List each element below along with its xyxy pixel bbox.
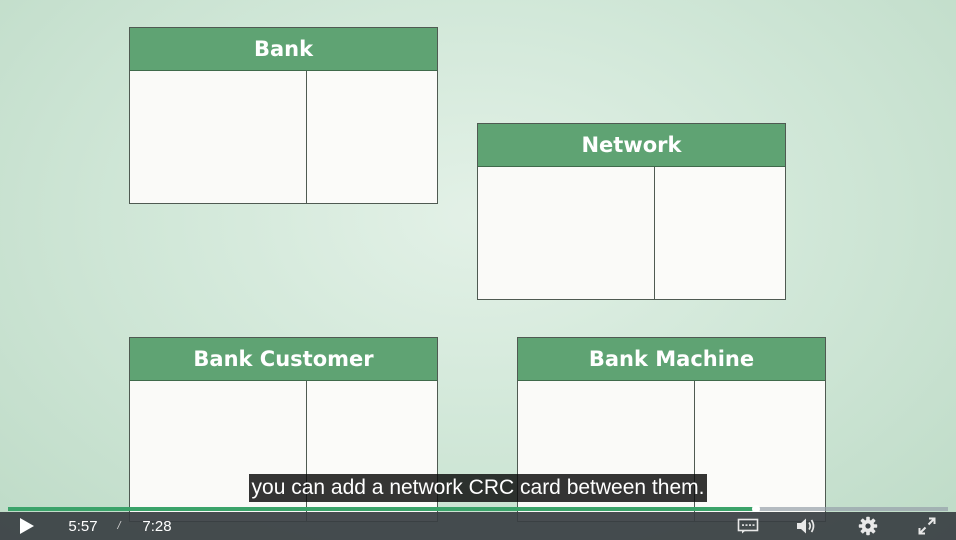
volume-icon xyxy=(797,518,815,534)
play-icon xyxy=(20,518,34,534)
current-time: 5:57 xyxy=(68,517,98,535)
fullscreen-button[interactable] xyxy=(911,512,943,540)
progress-fill xyxy=(8,507,757,511)
settings-button[interactable] xyxy=(852,512,884,540)
time-separator: / xyxy=(117,520,121,532)
caption-container: you can add a network CRC card between t… xyxy=(0,474,956,502)
gear-icon xyxy=(858,516,878,536)
progress-bar[interactable] xyxy=(8,505,948,513)
card-title: Bank Machine xyxy=(518,338,825,381)
card-body xyxy=(130,71,437,203)
progress-handle[interactable] xyxy=(752,505,761,513)
duration-display: 7:28 xyxy=(136,512,178,540)
collaborators-column xyxy=(695,381,825,521)
caption-text: you can add a network CRC card between t… xyxy=(248,474,708,502)
card-body xyxy=(478,167,785,299)
responsibilities-column xyxy=(478,167,655,299)
current-time-display: 5:57 xyxy=(62,512,104,540)
collaborators-column xyxy=(655,167,785,299)
responsibilities-column xyxy=(130,71,307,203)
play-button[interactable] xyxy=(10,512,44,540)
captions-button[interactable] xyxy=(732,512,764,540)
captions-icon xyxy=(737,518,759,534)
volume-button[interactable] xyxy=(791,512,823,540)
card-title: Bank xyxy=(130,28,437,71)
control-bar: 5:57 / 7:28 xyxy=(0,512,956,540)
card-title: Network xyxy=(478,124,785,167)
crc-card-bank: Bank xyxy=(129,27,438,204)
duration: 7:28 xyxy=(142,517,172,535)
card-title: Bank Customer xyxy=(130,338,437,381)
fullscreen-icon xyxy=(918,517,936,535)
collaborators-column xyxy=(307,71,437,203)
crc-card-network: Network xyxy=(477,123,786,300)
time-separator-wrap: / xyxy=(112,512,126,540)
